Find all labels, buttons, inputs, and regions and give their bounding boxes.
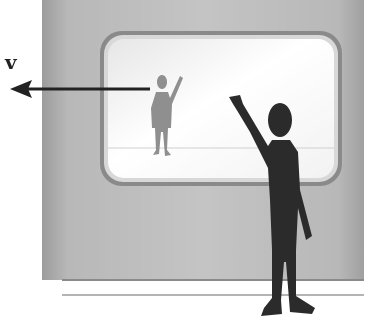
train-window bbox=[100, 31, 342, 186]
ground-line bbox=[62, 280, 364, 295]
window-glass bbox=[108, 39, 334, 178]
velocity-label: v bbox=[5, 52, 17, 72]
